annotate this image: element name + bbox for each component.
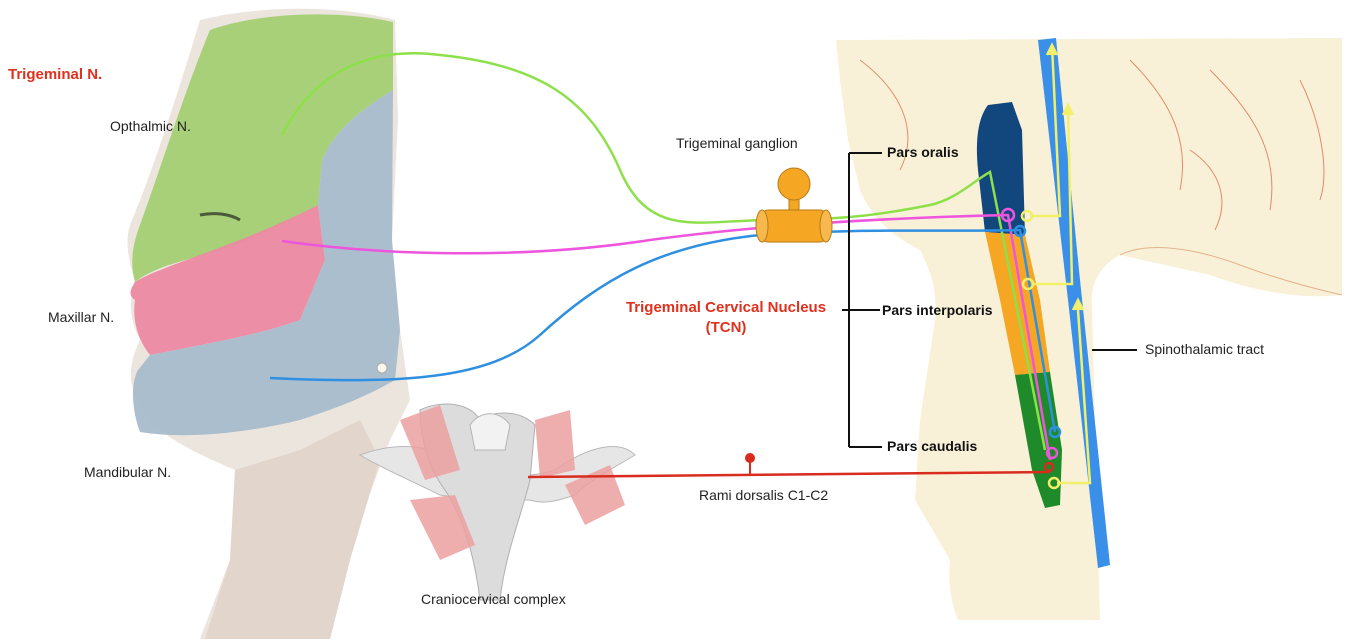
- pars-interpolaris-label: Pars interpolaris: [882, 302, 993, 318]
- craniocervical-illustration: [360, 404, 635, 600]
- tcn-label-line1: Trigeminal Cervical Nucleus: [610, 299, 842, 316]
- craniocervical-complex-label: Craniocervical complex: [421, 591, 566, 607]
- spinothalamic-tract-label: Spinothalamic tract: [1145, 341, 1264, 357]
- ganglion-head: [778, 168, 810, 200]
- muscle-right-upper: [535, 410, 575, 478]
- ganglion-left-cap: [756, 210, 768, 242]
- dens: [470, 414, 510, 450]
- trigeminal-ganglion-label: Trigeminal ganglion: [676, 135, 798, 151]
- brainstem-illustration: [836, 38, 1342, 620]
- rami-dorsalis-label: Rami dorsalis C1-C2: [699, 487, 828, 503]
- head-illustration: [128, 9, 410, 639]
- maxillar-n-label: Maxillar N.: [48, 309, 114, 325]
- pars-oralis-label: Pars oralis: [887, 144, 959, 160]
- earring: [377, 363, 387, 373]
- pars-caudalis-label: Pars caudalis: [887, 438, 977, 454]
- tcn-label-line2: (TCN): [610, 319, 842, 336]
- rami-pin-head: [745, 453, 755, 463]
- opthalmic-n-label: Opthalmic N.: [110, 118, 191, 134]
- ganglion-right-cap: [820, 210, 832, 242]
- trigeminal-ganglion-illustration: [756, 168, 832, 242]
- trigeminal-n-title: Trigeminal N.: [8, 66, 102, 83]
- ganglion-body: [762, 210, 826, 242]
- mandibular-n-label: Mandibular N.: [84, 464, 171, 480]
- brain-background: [836, 38, 1342, 620]
